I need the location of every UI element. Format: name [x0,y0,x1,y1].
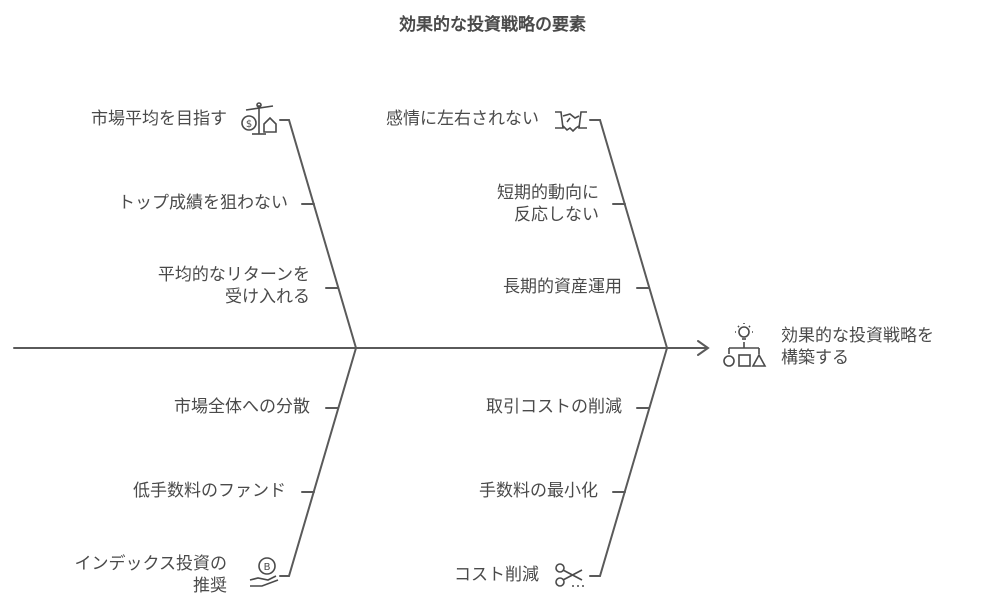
bone-cost [589,347,668,577]
cost-item-1: 取引コストの削減 [486,397,622,417]
coin-hand-icon: B [249,557,279,587]
bone-emotion [589,119,668,349]
index-item-2: 低手数料のファンド [133,481,286,501]
balance-scale-icon: $ [241,102,277,135]
scissors-icon [555,563,586,587]
lightbulb-shapes-icon [723,323,767,367]
diagram-title: 効果的な投資戦略の要素 [399,15,586,35]
spine-arrowhead [697,340,710,356]
market-average-head: 市場平均を目指す [91,109,227,129]
bone-market-average [279,119,357,349]
market-average-item-2: 平均的なリターンを 受け入れる [157,265,310,307]
cost-head: コスト削減 [454,565,539,585]
emotion-head: 感情に左右されない [386,109,539,129]
index-head: インデックス投資の 推奨 [74,554,228,596]
emotion-item-1: 短期的動向に 反応しない [497,183,599,225]
cost-item-2: 手数料の最小化 [479,481,598,501]
svg-text:$: $ [246,119,252,130]
index-item-1: 市場全体への分散 [174,397,310,417]
outcome-label: 効果的な投資戦略を 構築する [781,326,934,368]
bone-index [279,347,357,577]
market-average-item-1: トップ成績を狙わない [118,193,288,213]
emotion-item-2: 長期的資産運用 [503,277,622,297]
svg-text:B: B [264,562,271,573]
handshake-icon [555,111,587,133]
